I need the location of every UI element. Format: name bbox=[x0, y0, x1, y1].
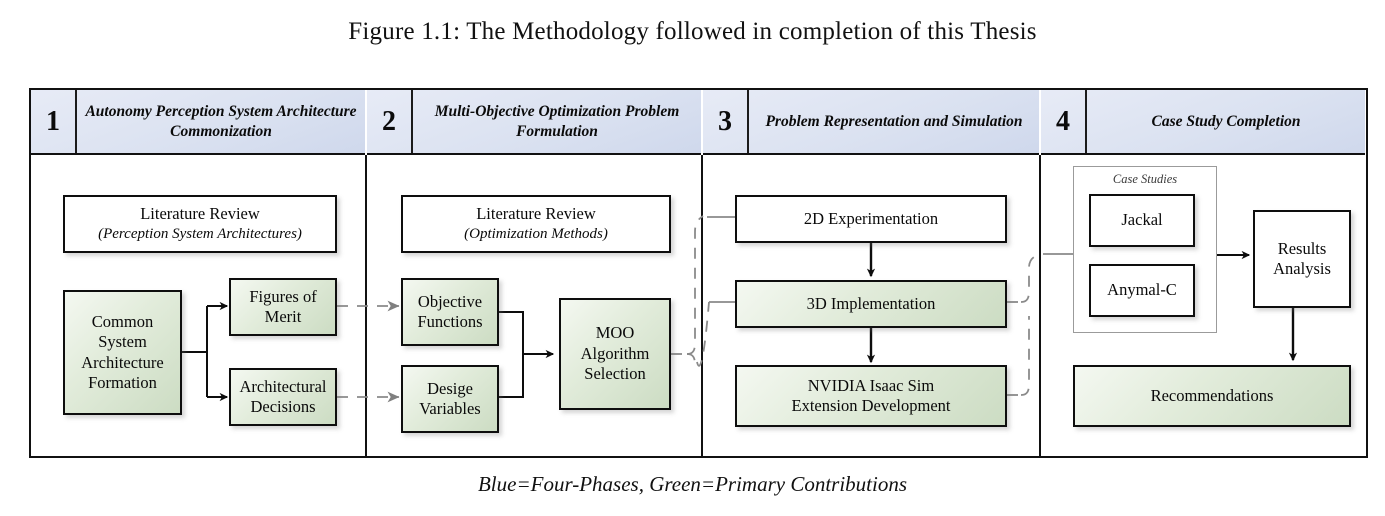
phase-title-3-line2: and Simulation bbox=[923, 112, 1023, 130]
case-studies-group-label: Case Studies bbox=[1112, 172, 1178, 186]
node-jackal-label: Jackal bbox=[1121, 210, 1163, 230]
node-design-variables[interactable]: Desige Variables bbox=[401, 365, 499, 433]
objective-functions-line1: Objective bbox=[417, 291, 483, 311]
lit-review-1-title: Literature Review bbox=[140, 204, 260, 224]
node-literature-review-perception[interactable]: Literature Review (Perception System Arc… bbox=[63, 195, 337, 253]
architectural-decisions-line2: Decisions bbox=[250, 397, 316, 416]
phase-title-2-line1: Multi-Objective Optimization bbox=[434, 102, 622, 120]
common-arch-line2: System bbox=[98, 332, 147, 352]
node-anymal-c[interactable]: Anymal-C bbox=[1089, 264, 1195, 317]
common-arch-line4: Formation bbox=[88, 372, 157, 392]
node-results-analysis[interactable]: Results Analysis bbox=[1253, 210, 1351, 308]
architectural-decisions-line1: Architectural bbox=[239, 376, 327, 396]
node-2d-experimentation-label: 2D Experimentation bbox=[803, 208, 939, 228]
node-recommendations[interactable]: Recommendations bbox=[1073, 365, 1351, 427]
methodology-frame: 1 Autonomy Perception System Architectur… bbox=[29, 88, 1368, 458]
phase-title-2: Multi-Objective Optimization Problem For… bbox=[413, 102, 701, 142]
phase-title-4-line1: Case Study Completion bbox=[1151, 112, 1301, 130]
wire-phase3-to-phase4-brace bbox=[1007, 253, 1042, 396]
phase-number-2: 2 bbox=[367, 90, 413, 153]
results-analysis-line1: Results bbox=[1277, 238, 1327, 258]
column-divider-2-3 bbox=[701, 155, 703, 456]
phase-title-1-line1: Autonomy Perception System bbox=[85, 102, 274, 120]
isaac-sim-line2: Extension Development bbox=[791, 396, 951, 415]
lit-review-1-subtitle: (Perception System Architectures) bbox=[98, 225, 302, 242]
phase-header-3: 3 Problem Representation and Simulation bbox=[703, 90, 1039, 155]
phase-header-2: 2 Multi-Objective Optimization Problem F… bbox=[367, 90, 701, 155]
wire-phase3-branch-bottom bbox=[696, 301, 710, 367]
wire-moo-to-phase3-brace bbox=[671, 215, 704, 369]
phase-title-3: Problem Representation and Simulation bbox=[749, 112, 1039, 132]
node-figures-of-merit[interactable]: Figures of Merit bbox=[229, 278, 337, 336]
phase-title-2-line2: Problem Formulation bbox=[516, 102, 680, 140]
phase-title-1: Autonomy Perception System Architecture … bbox=[77, 102, 365, 142]
isaac-sim-line1: NVIDIA Isaac Sim bbox=[807, 375, 935, 395]
phase-header-4: 4 Case Study Completion bbox=[1041, 90, 1365, 155]
common-arch-line1: Common bbox=[91, 311, 154, 331]
column-divider-1-2 bbox=[365, 155, 367, 456]
results-analysis-line2: Analysis bbox=[1273, 259, 1331, 278]
wire-moo-merge bbox=[499, 311, 524, 398]
node-recommendations-label: Recommendations bbox=[1150, 385, 1274, 405]
column-divider-3-4 bbox=[1039, 155, 1041, 456]
design-variables-line1: Desige bbox=[427, 378, 473, 398]
figure-caption: Blue=Four-Phases, Green=Primary Contribu… bbox=[477, 472, 908, 496]
phase-number-1: 1 bbox=[31, 90, 77, 153]
node-anymal-c-label: Anymal-C bbox=[1107, 280, 1177, 300]
node-jackal[interactable]: Jackal bbox=[1089, 194, 1195, 247]
moo-line3: Selection bbox=[584, 364, 646, 384]
moo-line1: MOO bbox=[595, 323, 635, 343]
design-variables-line2: Variables bbox=[419, 399, 481, 418]
phase-number-3: 3 bbox=[703, 90, 749, 153]
phase-title-4: Case Study Completion bbox=[1087, 112, 1365, 132]
node-nvidia-isaac-sim[interactable]: NVIDIA Isaac Sim Extension Development bbox=[735, 365, 1007, 427]
figures-of-merit-line2: Merit bbox=[264, 307, 302, 326]
node-common-system-architecture-formation[interactable]: Common System Architecture Formation bbox=[63, 290, 182, 415]
wire-common-arch-split bbox=[182, 306, 208, 397]
lit-review-2-title: Literature Review bbox=[476, 204, 596, 224]
figures-of-merit-line1: Figures of bbox=[249, 286, 317, 306]
node-moo-algorithm-selection[interactable]: MOO Algorithm Selection bbox=[559, 298, 671, 410]
phase-title-3-line1: Problem Representation bbox=[765, 112, 921, 130]
common-arch-line3: Architecture bbox=[81, 352, 164, 372]
node-2d-experimentation[interactable]: 2D Experimentation bbox=[735, 195, 1007, 243]
node-objective-functions[interactable]: Objective Functions bbox=[401, 278, 499, 346]
moo-line2: Algorithm bbox=[580, 343, 650, 363]
lit-review-2-subtitle: (Optimization Methods) bbox=[464, 225, 608, 242]
phase-title-1-line2: Architecture Commonization bbox=[170, 102, 357, 140]
phase-number-4: 4 bbox=[1041, 90, 1087, 153]
node-architectural-decisions[interactable]: Architectural Decisions bbox=[229, 368, 337, 426]
phase-header-1: 1 Autonomy Perception System Architectur… bbox=[31, 90, 365, 155]
node-literature-review-optimization[interactable]: Literature Review (Optimization Methods) bbox=[401, 195, 671, 253]
figure-title: Figure 1.1: The Methodology followed in … bbox=[348, 18, 1037, 45]
node-3d-implementation[interactable]: 3D Implementation bbox=[735, 280, 1007, 328]
objective-functions-line2: Functions bbox=[417, 312, 483, 331]
node-3d-implementation-label: 3D Implementation bbox=[806, 293, 936, 313]
